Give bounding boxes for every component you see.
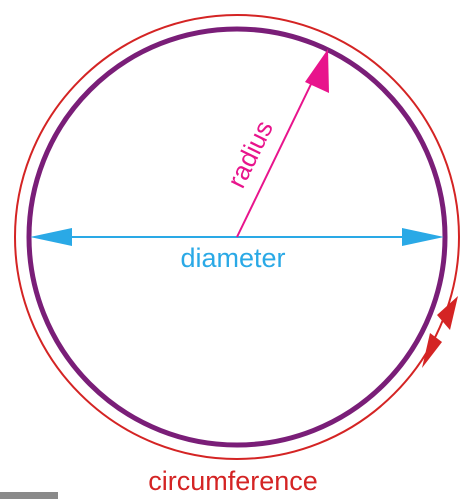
diameter-arrowhead-right [402, 228, 444, 246]
radius-line [236, 79, 314, 238]
main-circle [26, 26, 448, 448]
circumference-ring [14, 14, 460, 460]
circumference-label: circumference [148, 466, 318, 496]
diameter-arrowhead-left [30, 228, 72, 246]
radius-arrowhead [305, 49, 329, 93]
radius-label: radius [221, 116, 279, 193]
diameter-label: diameter [180, 243, 285, 273]
circumference-arrowhead-up [437, 296, 458, 330]
arrow-icon [236, 49, 329, 238]
curved-arrow-icon [422, 296, 458, 368]
corner-tab [0, 492, 58, 499]
circumference-arrowhead-down [422, 333, 442, 368]
